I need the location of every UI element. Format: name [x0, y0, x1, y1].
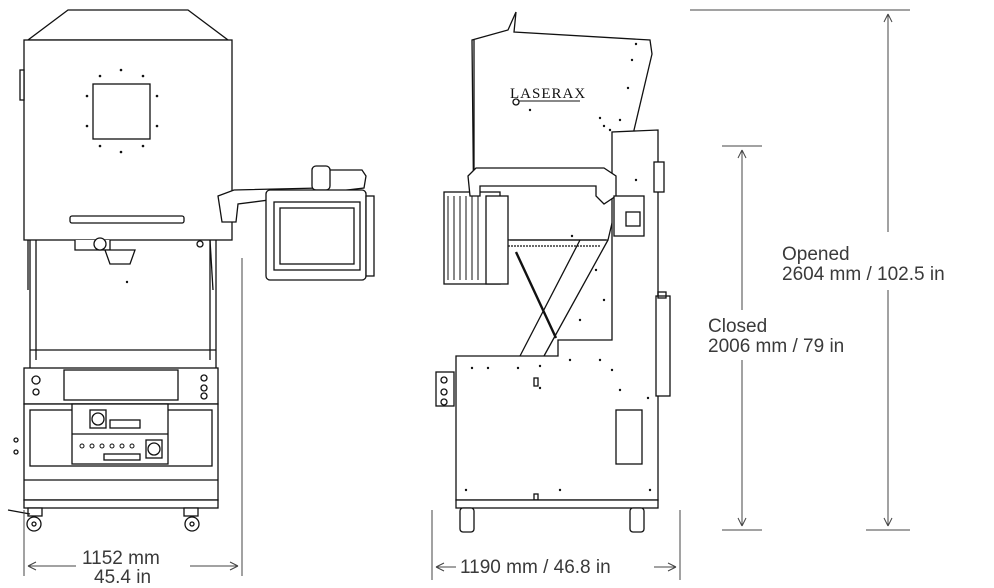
front-hood-handle — [69, 215, 185, 224]
side-right-wheel — [629, 507, 645, 533]
front-hood-body — [23, 39, 233, 241]
front-view — [7, 9, 375, 532]
laserax-logo: LASERAX — [510, 86, 587, 102]
side-right-panel — [655, 295, 671, 397]
closed-height-label-value: 2006 mm / 79 in — [708, 336, 845, 357]
side-depth-label: 1190 mm / 46.8 in — [460, 557, 611, 578]
logo-star-mark — [512, 98, 520, 106]
front-right-wheel — [184, 516, 200, 532]
opened-height-label-value: 2604 mm / 102.5 in — [782, 264, 945, 285]
opened-height-label-title: Opened — [782, 244, 850, 265]
side-left-wheel — [459, 507, 475, 533]
front-width-label-in: 45.4 in — [94, 567, 152, 588]
front-window-screws — [85, 68, 159, 154]
front-width-label-mm: 1152 mm — [82, 548, 160, 569]
front-hood-top — [26, 9, 230, 41]
front-left-wheel — [26, 516, 42, 532]
front-monitor-screen — [279, 207, 355, 265]
side-view — [435, 11, 671, 533]
closed-height-label-title: Closed — [708, 316, 768, 337]
side-monitor-arm — [467, 167, 617, 205]
dimension-lines — [23, 9, 910, 580]
front-viewing-window — [92, 83, 151, 140]
side-access-door — [615, 409, 643, 465]
